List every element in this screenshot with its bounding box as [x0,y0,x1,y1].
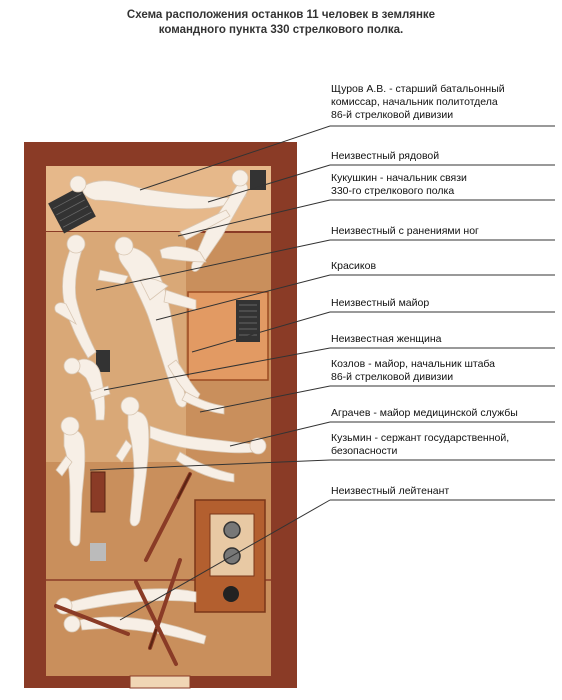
title-line-2: командного пункта 330 стрелкового полка. [158,24,404,36]
label-line: 330-го стрелкового полка [331,185,455,197]
label-line: Красиков [331,260,377,272]
label-unknown-leg-wounds: Неизвестный с ранениями ног [331,225,479,238]
title-line-1: Схема расположения останков 11 человек в… [126,9,436,21]
remains-7 [127,410,150,527]
label-unknown-major: Неизвестный майор [331,297,429,310]
label-krasikov: Красиков [331,260,376,273]
label-line: комиссар, начальник политотдела [331,96,498,108]
label-line: Агрaчев - майор медицинской службы [331,407,518,419]
label-agrachev: Агрaчев - майор медицинской службы [331,407,518,420]
grey-object [90,543,106,561]
box-object-low [90,471,106,513]
label-line: Неизвестный рядовой [331,150,440,162]
crate-object [48,186,96,234]
label-unknown-lieutenant: Неизвестный лейтенант [331,485,449,498]
stove-burner-1 [223,521,241,539]
diagram-title: Схема расположения останков 11 человек в… [0,8,562,38]
label-kuzmin: Кузьмин - сержант государственной, безоп… [331,432,509,458]
label-kukushkin: Кукушкин - начальник связи 330-го стрелк… [331,172,467,198]
label-line: Неизвестный майор [331,297,430,309]
label-line: безопасности [331,445,398,457]
box-object-mid [96,350,110,372]
label-line: Щуров А.В. - старший батальонный [331,83,505,95]
label-line: Кукушкин - начальник связи [331,172,467,184]
label-line: 86-й стрелковой дивизии [331,109,454,121]
label-kozlov: Козлов - майор, начальник штаба 86-й стр… [331,358,495,384]
label-unknown-private: Неизвестный рядовой [331,150,439,163]
box-object-top [250,170,266,190]
remains-6 [74,358,106,421]
leader-lines [89,125,555,621]
entrance-step [129,675,191,689]
label-line: Неизвестный с ранениями ног [331,225,479,237]
label-line: 86-й стрелковой дивизии [331,371,454,383]
label-line: Кузьмин - сержант государственной, [331,432,510,444]
stove-door [223,586,239,602]
label-line: Козлов - майор, начальник штаба [331,358,496,370]
remains-9 [63,428,86,547]
label-unknown-woman: Неизвестная женщина [331,333,442,346]
label-line: Неизвестный лейтенант [331,485,450,497]
label-shchurov: Щуров А.В. - старший батальонный комисса… [331,83,505,122]
label-line: Неизвестная женщина [331,333,442,345]
remains-group [54,169,267,645]
remains-3 [62,249,97,359]
